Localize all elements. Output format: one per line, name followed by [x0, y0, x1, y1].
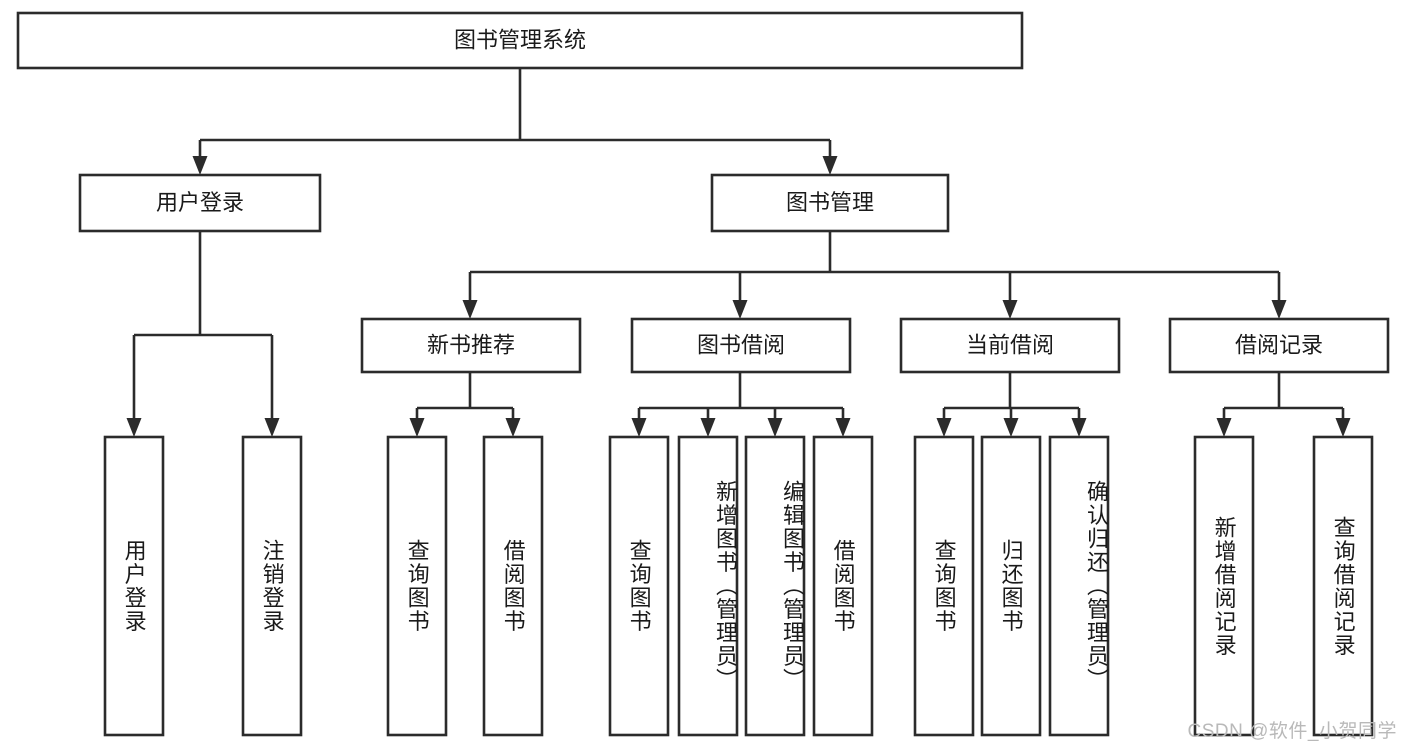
arrow-head-c-record-bus-0 — [1216, 418, 1232, 437]
node-box-leaf-add-record[interactable] — [1193, 435, 1255, 737]
node-label-root: 图书管理系统 — [454, 27, 586, 52]
node-box-leaf-add-book[interactable] — [677, 435, 739, 737]
arrow-head-c-user-bus-0 — [126, 418, 142, 437]
node-box-book-borrow[interactable] — [630, 317, 852, 374]
arrow-head-c-root-bus-1 — [822, 156, 838, 175]
node-box-leaf-edit-book[interactable] — [744, 435, 806, 737]
arrow-head-c-newrec-bus-0 — [409, 418, 425, 437]
node-box-layer — [16, 11, 1390, 737]
arrow-head-c-current-bus-0 — [936, 418, 952, 437]
node-box-current-borrow[interactable] — [899, 317, 1121, 374]
node-label-book-manage: 图书管理 — [786, 190, 874, 215]
arrow-head-c-book-bus-1 — [732, 300, 748, 319]
arrow-head-c-current-bus-1 — [1003, 418, 1019, 437]
node-box-leaf-confirm-return[interactable] — [1048, 435, 1110, 737]
node-box-borrow-record[interactable] — [1168, 317, 1390, 374]
node-box-leaf-user-logout[interactable] — [241, 435, 303, 737]
arrow-head-c-borrow-bus-0 — [631, 418, 647, 437]
node-box-new-book-rec[interactable] — [360, 317, 582, 374]
csdn-watermark: CSDN @软件_小贺同学 — [1187, 721, 1397, 742]
arrow-head-c-current-bus-2 — [1071, 418, 1087, 437]
node-box-leaf-borrow-book-1[interactable] — [482, 435, 544, 737]
node-box-book-manage[interactable] — [710, 173, 950, 233]
arrow-head-c-user-bus-1 — [264, 418, 280, 437]
arrow-head-c-book-bus-2 — [1002, 300, 1018, 319]
node-box-leaf-return-book[interactable] — [980, 435, 1042, 737]
node-label-current-borrow: 当前借阅 — [966, 332, 1054, 357]
arrow-head-c-record-bus-1 — [1335, 418, 1351, 437]
node-label-book-borrow: 图书借阅 — [697, 332, 785, 357]
node-label-user-login: 用户登录 — [156, 190, 244, 215]
arrow-head-c-borrow-bus-2 — [767, 418, 783, 437]
node-box-leaf-user-login[interactable] — [103, 435, 165, 737]
node-label-borrow-record: 借阅记录 — [1235, 332, 1323, 357]
arrow-head-c-newrec-bus-1 — [505, 418, 521, 437]
arrow-head-c-borrow-bus-1 — [700, 418, 716, 437]
node-box-leaf-query-book-3[interactable] — [913, 435, 975, 737]
connector-layer — [126, 68, 1351, 437]
arrow-head-c-book-bus-0 — [462, 300, 478, 319]
node-label-new-book-rec: 新书推荐 — [427, 332, 515, 357]
node-box-root[interactable] — [16, 11, 1024, 70]
arrow-head-c-borrow-bus-3 — [835, 418, 851, 437]
node-box-user-login[interactable] — [78, 173, 322, 233]
arrow-head-c-book-bus-3 — [1271, 300, 1287, 319]
node-box-leaf-borrow-book-2[interactable] — [812, 435, 874, 737]
node-box-leaf-query-record[interactable] — [1312, 435, 1374, 737]
arrow-head-c-root-bus-0 — [192, 156, 208, 175]
node-box-leaf-query-book-2[interactable] — [608, 435, 670, 737]
node-box-leaf-query-book-1[interactable] — [386, 435, 448, 737]
